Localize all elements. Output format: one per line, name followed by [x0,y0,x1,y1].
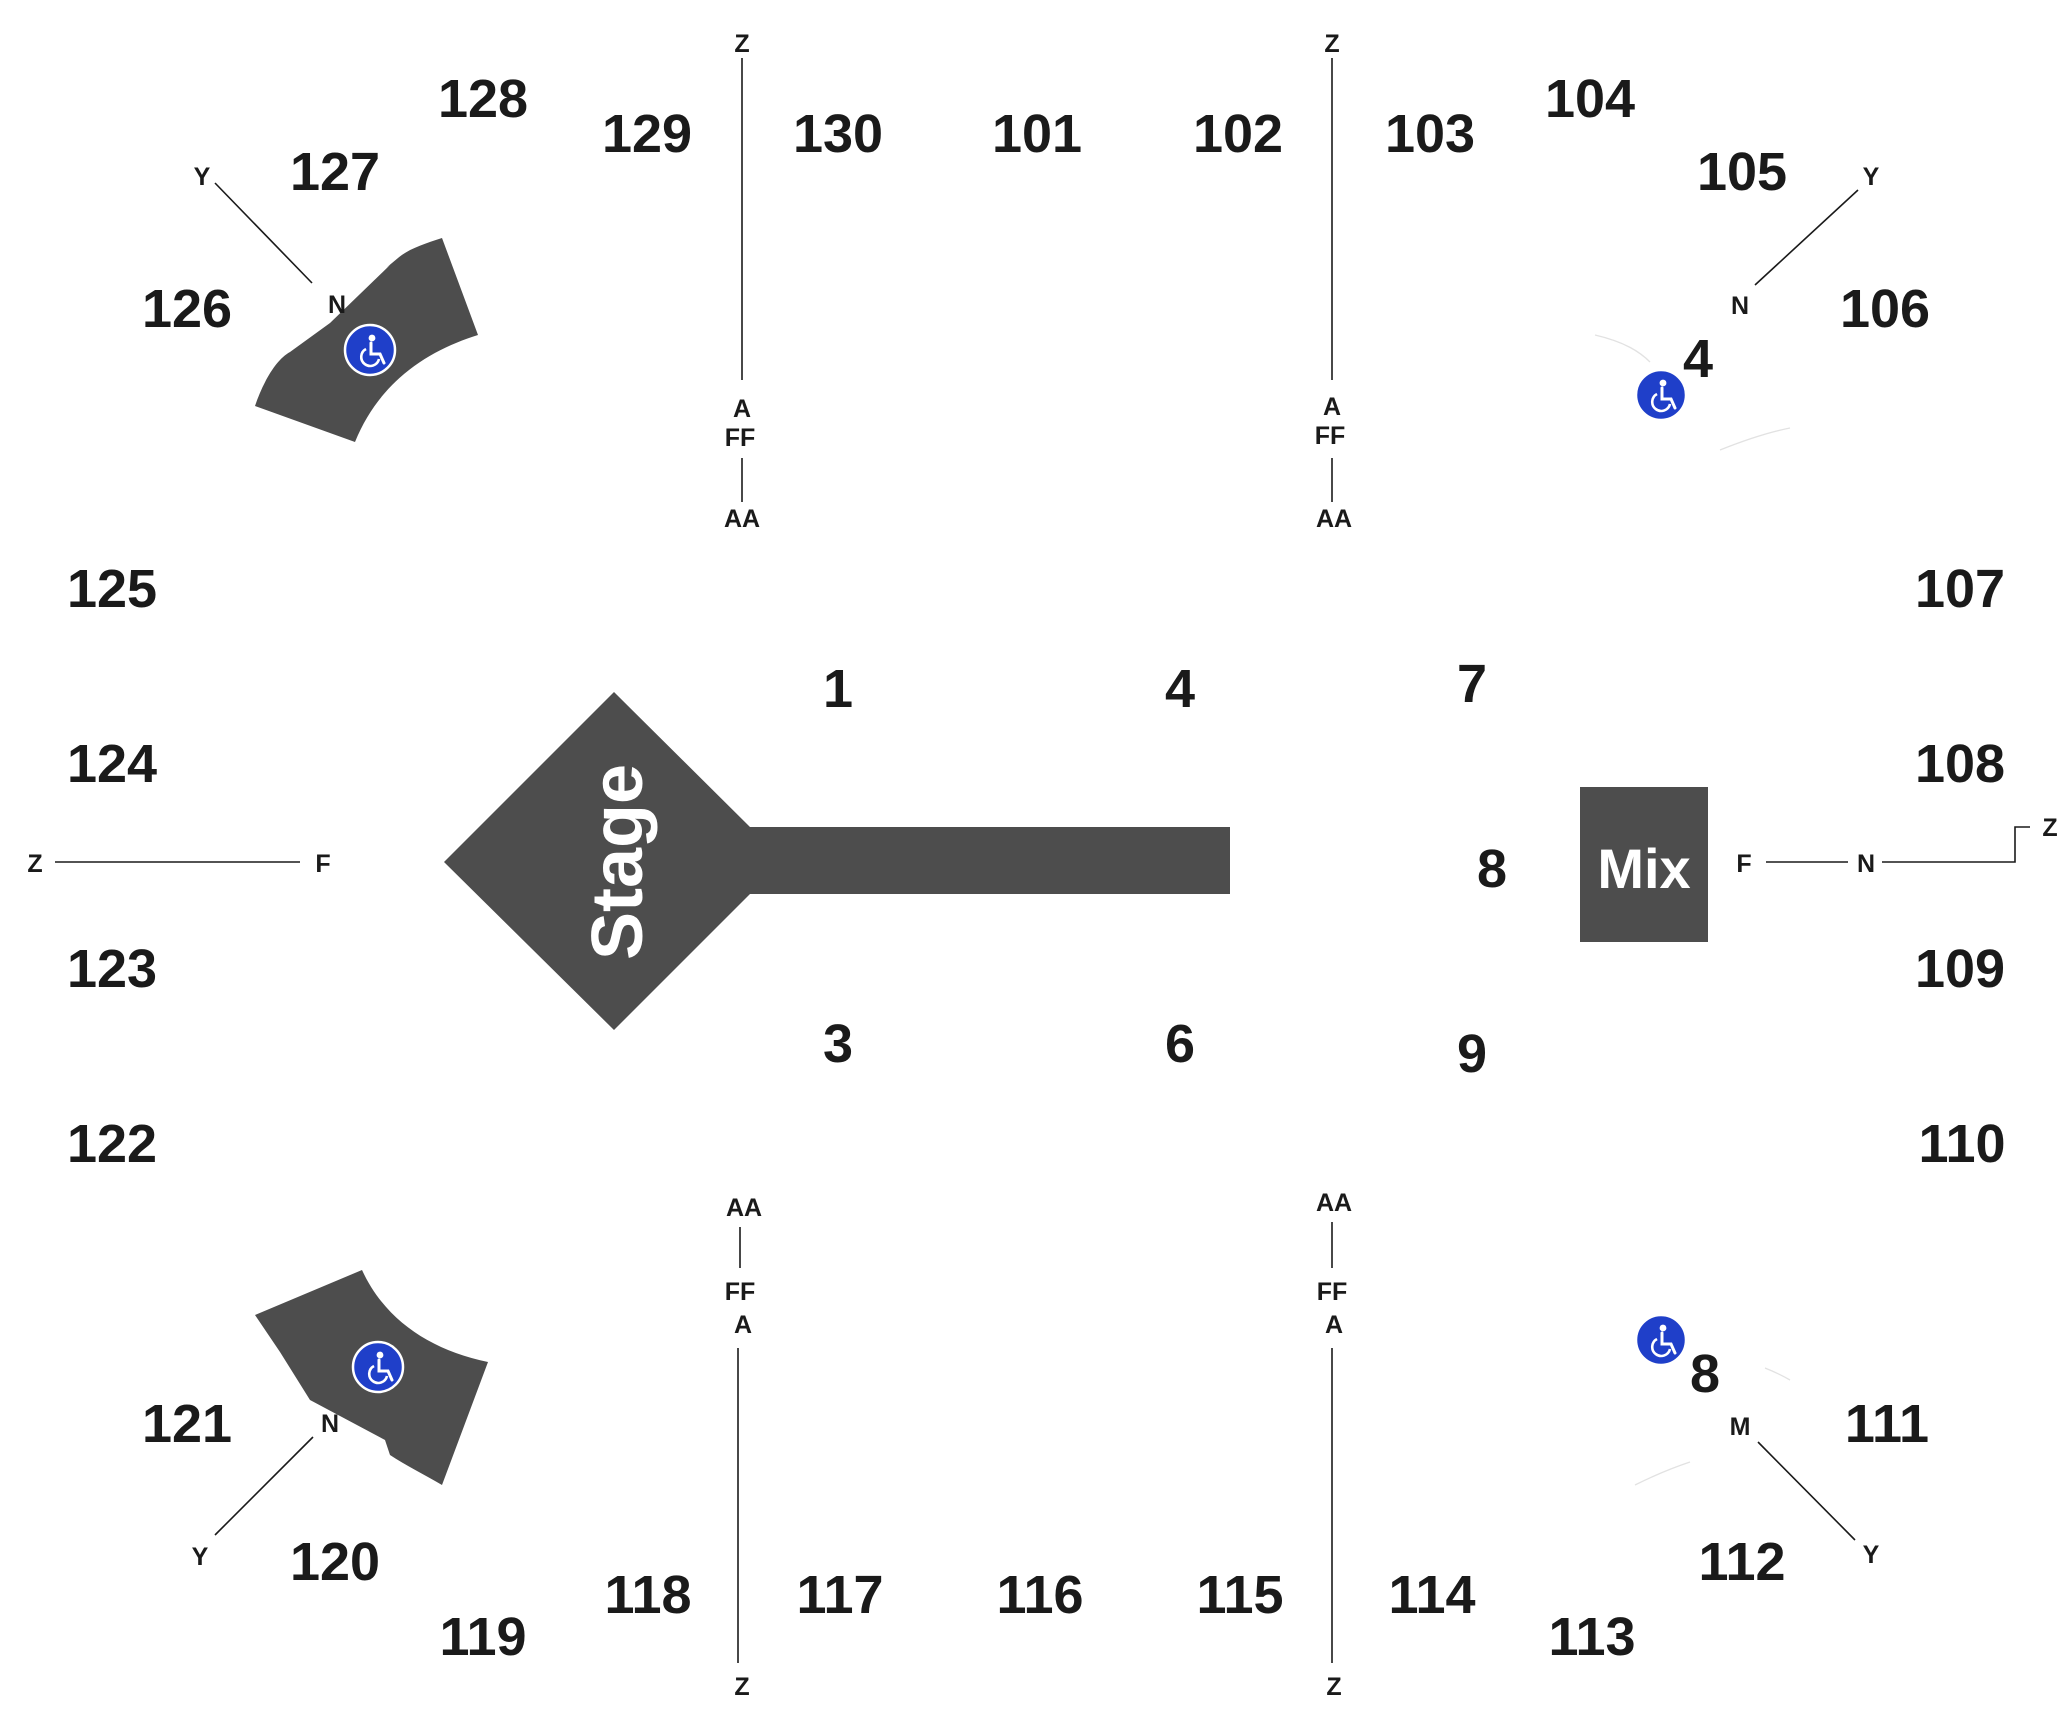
section-128[interactable]: 128 [438,69,528,129]
row-label: FF [1315,422,1346,450]
row-label: Z [2042,814,2057,842]
wheelchair-icon[interactable] [351,1340,405,1394]
section-104[interactable]: 104 [1545,69,1635,129]
row-label: Z [734,1673,749,1701]
section-101[interactable]: 101 [992,104,1082,164]
accessible-outline-lower-right [1634,1367,1791,1486]
row-label: FF [725,424,756,452]
row-label: Z [1324,30,1339,58]
mix-label: Mix [1597,837,1690,900]
row-label: Y [192,1543,209,1571]
row-label: AA [1316,505,1352,533]
section-124[interactable]: 124 [67,734,157,794]
section-119[interactable]: 119 [439,1607,526,1667]
row-label: N [1857,850,1875,878]
section-115[interactable]: 115 [1196,1565,1283,1625]
row-label: N [328,291,346,319]
row-label: A [1323,393,1341,421]
section-129[interactable]: 129 [602,104,692,164]
row-label: Z [1326,1673,1341,1701]
row-label: Z [27,850,42,878]
section-123[interactable]: 123 [67,939,157,999]
section-126[interactable]: 126 [142,279,232,339]
row-label: F [1736,850,1751,878]
row-label: F [315,850,330,878]
section-105[interactable]: 105 [1697,142,1787,202]
row-label: N [321,1410,339,1438]
floor-section-9[interactable]: 9 [1457,1024,1487,1084]
wheelchair-icon[interactable] [1634,1313,1688,1367]
section-112[interactable]: 112 [1698,1532,1785,1592]
accessible-section-4[interactable]: 4 [1683,329,1713,389]
section-117[interactable]: 117 [796,1565,883,1625]
sections: 101 102 103 104 105 106 107 108 109 110 … [67,69,2006,1667]
row-label: FF [725,1278,756,1306]
row-label: FF [1317,1278,1348,1306]
section-109[interactable]: 109 [1915,939,2005,999]
section-113[interactable]: 113 [1548,1607,1635,1667]
wheelchair-icon[interactable] [1634,368,1688,422]
floor-section-4[interactable]: 4 [1165,659,1195,719]
stage[interactable]: Stage [444,692,1230,1030]
row-label: M [1730,1413,1751,1441]
mix-position: Mix [1580,787,1708,942]
wheelchair-icon[interactable] [343,323,397,377]
accessible-sections: 4 8 [1683,329,1720,1404]
row-label: AA [1316,1189,1352,1217]
accessible-section-8[interactable]: 8 [1690,1344,1720,1404]
row-label: N [1731,292,1749,320]
floor-section-6[interactable]: 6 [1165,1014,1195,1074]
row-label: AA [726,1194,762,1222]
floor-section-3[interactable]: 3 [823,1014,853,1074]
row-lines [55,58,2030,1663]
section-125[interactable]: 125 [67,559,157,619]
section-127[interactable]: 127 [290,142,380,202]
section-130[interactable]: 130 [793,104,883,164]
row-labels: Z A FF AA Z A FF AA AA FF A Z AA FF A Z … [27,30,2057,1701]
section-121[interactable]: 121 [142,1394,232,1454]
section-120[interactable]: 120 [290,1532,380,1592]
accessible-outline-upper-right [1594,334,1791,451]
row-label: A [734,1311,752,1339]
row-label: Z [734,30,749,58]
section-107[interactable]: 107 [1915,559,2005,619]
floor-section-7[interactable]: 7 [1457,654,1487,714]
floor-section-8[interactable]: 8 [1477,839,1507,899]
row-label: Y [1863,163,1880,191]
section-122[interactable]: 122 [67,1114,157,1174]
section-106[interactable]: 106 [1840,279,1930,339]
floor-sections: 1 4 7 8 3 6 9 [823,654,1507,1084]
row-label: A [733,395,751,423]
section-108[interactable]: 108 [1915,734,2005,794]
section-114[interactable]: 114 [1388,1565,1475,1625]
row-label: A [1325,1311,1343,1339]
section-103[interactable]: 103 [1385,104,1475,164]
section-102[interactable]: 102 [1193,104,1283,164]
stage-label: Stage [578,764,658,960]
row-label: Y [1863,1541,1880,1569]
row-label: AA [724,505,760,533]
section-110[interactable]: 110 [1918,1114,2005,1174]
section-118[interactable]: 118 [604,1565,691,1625]
row-label: Y [194,163,211,191]
section-111[interactable]: 111 [1845,1394,1929,1454]
floor-section-1[interactable]: 1 [823,659,853,719]
section-116[interactable]: 116 [996,1565,1083,1625]
